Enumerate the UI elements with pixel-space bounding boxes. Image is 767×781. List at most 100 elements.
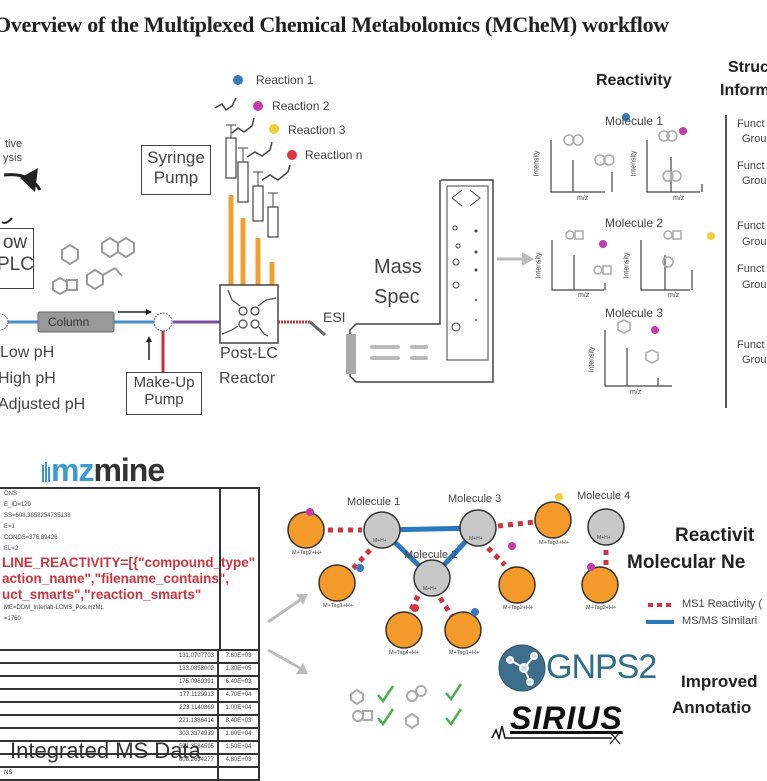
reaction-2-bulb-icon bbox=[253, 101, 263, 111]
x-axis-label: m/z bbox=[668, 292, 680, 299]
annotation-heading-1: Improved bbox=[681, 672, 758, 691]
table-row: 591.3584595 1.50E+04 bbox=[0, 742, 258, 755]
node-tag-6 bbox=[534, 501, 572, 539]
table-row: 131.0707703 7.60E+03 bbox=[0, 651, 258, 664]
node-molecule-2 bbox=[413, 559, 451, 597]
legend-msms-label: MS/MS Similari bbox=[682, 615, 758, 627]
functional-group-3a: Funct bbox=[737, 220, 765, 232]
reactivity-line: uct_smarts","reaction_smarts" bbox=[2, 587, 202, 602]
tag-label: M+Tag2+H+ bbox=[586, 605, 617, 611]
syringe-pump-line-2: Pump bbox=[153, 167, 199, 187]
meta-line: E_ID=129 bbox=[4, 502, 31, 508]
makeup-pump-box: Make-Up Pump bbox=[126, 372, 202, 415]
gnps-network-icon bbox=[506, 652, 538, 686]
node-molecule-1 bbox=[363, 511, 401, 549]
sirius-spectrum-icon bbox=[491, 725, 612, 741]
intensity-value: 4.80E+03 bbox=[225, 757, 252, 763]
functional-group-3b: Grou bbox=[742, 236, 767, 248]
reaction-n-bulb-icon bbox=[287, 150, 297, 160]
ph-option-high: High pH bbox=[0, 370, 56, 387]
column-shape bbox=[37, 311, 115, 333]
y-axis-label: Intensity bbox=[588, 346, 596, 373]
network-molecule-3-label: Molecule 3 bbox=[448, 493, 502, 505]
node-molecule-4 bbox=[587, 508, 625, 546]
mzmine-logo: mzmine bbox=[51, 452, 165, 489]
tag-label: M+Tag3+H+ bbox=[539, 540, 570, 546]
functional-group-4b: Grou bbox=[742, 279, 767, 291]
table-footer-row: NS bbox=[0, 768, 258, 779]
network-heading-2: Molecular Ne bbox=[627, 552, 746, 573]
node-tag-3 bbox=[385, 611, 423, 649]
intensity-value: 1.50E+04 bbox=[225, 744, 252, 750]
structural-heading-2: Inform bbox=[720, 82, 767, 99]
mzmine-logo-bars-icon bbox=[42, 462, 50, 482]
tag-label: M+Tag2+H+ bbox=[503, 605, 534, 611]
network-nodes bbox=[287, 501, 625, 649]
reactivity-line: action_name","filename_contains", bbox=[2, 571, 230, 586]
functional-group-1a: Funct bbox=[737, 118, 765, 130]
network-molecule-4-label: Molecule 4 bbox=[577, 490, 631, 502]
node-label: M+H+ bbox=[373, 538, 387, 544]
node-molecule-3 bbox=[459, 509, 497, 547]
reactivity-line: LINE_REACTIVITY=[{"compound_type" bbox=[2, 555, 256, 570]
reaction-3-label: Reaction 3 bbox=[288, 123, 346, 137]
functional-group-4a: Funct bbox=[737, 263, 765, 275]
node-tag-1 bbox=[287, 511, 325, 549]
x-axis-label: m/z bbox=[577, 195, 589, 202]
reaction-2-label: Reaction 2 bbox=[272, 99, 330, 113]
reactor-label-2: Reactor bbox=[219, 370, 276, 387]
x-axis-label: m/z bbox=[673, 195, 685, 202]
node-label: M+H+ bbox=[469, 536, 483, 542]
intensity-value: 1.60E+04 bbox=[225, 731, 252, 737]
checkmark-icons bbox=[377, 683, 463, 727]
x-axis-label: m/z bbox=[578, 292, 590, 299]
reaction-1-bulb-icon bbox=[233, 75, 243, 85]
esi-source bbox=[346, 334, 356, 374]
node-tag-4 bbox=[444, 611, 482, 649]
cycle-arrow-lower-icon bbox=[1, 217, 13, 224]
arrow-to-network bbox=[296, 594, 308, 605]
intensity-value: 4.70E+04 bbox=[225, 692, 252, 698]
mz-value: 591.3584595 bbox=[0, 742, 219, 753]
y-axis-label: Intensity bbox=[535, 252, 543, 279]
esi-needle bbox=[309, 320, 326, 337]
node-tag-2 bbox=[318, 564, 356, 602]
mz-value: 131.0707703 bbox=[0, 651, 219, 662]
reactor-channels-icon bbox=[221, 289, 277, 337]
mzmine-logo-suffix: mine bbox=[93, 452, 165, 488]
annotation-heading-2: Annotatio bbox=[672, 698, 752, 717]
arrow-to-reactivity bbox=[522, 252, 534, 266]
y-axis-label: Intensity bbox=[533, 150, 541, 177]
functional-group-5b: Grou bbox=[742, 354, 767, 366]
reactivity-heading: Reactivity bbox=[596, 72, 672, 89]
tag-label: M+Tag1+H+ bbox=[449, 650, 480, 656]
ph-option-low: Low pH bbox=[0, 344, 55, 361]
cycle-text-2: ysis bbox=[3, 152, 22, 164]
syringe-array-icon bbox=[225, 124, 279, 285]
intensity-value: 7.60E+03 bbox=[225, 653, 252, 659]
meta-line: ONS bbox=[4, 491, 18, 497]
mz-value: 177.1129913 bbox=[0, 690, 219, 701]
mz-value: 175.0969391 bbox=[0, 677, 219, 688]
up-arrow-head bbox=[146, 336, 152, 342]
mass-spec-label-1: Mass bbox=[374, 256, 422, 278]
molecule-2-label: Molecule 2 bbox=[605, 216, 664, 230]
network-heading-1: Reactivit bbox=[675, 525, 755, 546]
esi-label: ESI bbox=[323, 309, 346, 325]
arrow-to-annotation bbox=[296, 663, 308, 674]
tag-label: M+Tag2+H+ bbox=[292, 550, 323, 556]
intensity-value: 1.30E+05 bbox=[225, 666, 252, 672]
mzmine-logo-prefix: mz bbox=[51, 452, 94, 488]
network-molecule-2-label: Molecule 2 bbox=[404, 549, 458, 561]
hplc-line-1: ow bbox=[2, 232, 28, 253]
mz-value: 608.2634277 bbox=[0, 755, 219, 766]
y-axis-label: Intensity bbox=[623, 252, 631, 279]
mz-value: 221.1386414 bbox=[0, 716, 219, 727]
network-molecule-1-label: Molecule 1 bbox=[347, 496, 401, 508]
reaction-1-label: Reaction 1 bbox=[256, 73, 314, 87]
meta-line: =1760 bbox=[4, 616, 21, 622]
